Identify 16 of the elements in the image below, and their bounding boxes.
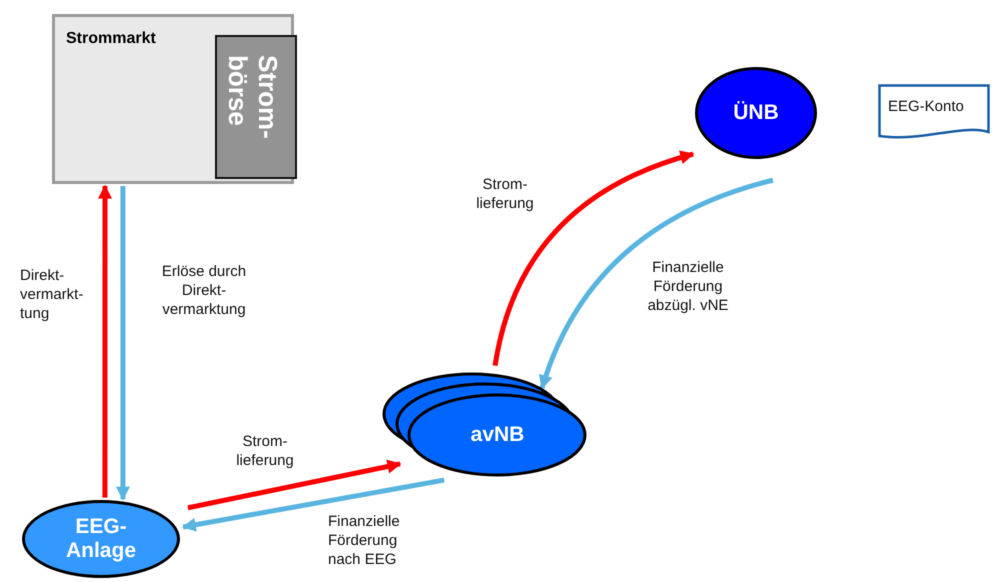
arrow (187, 460, 402, 510)
node-label: avNB (470, 423, 526, 447)
box-label: Strom- börse (223, 55, 283, 141)
document-label: EEG-Konto (888, 98, 964, 115)
stacked-ellipse-node (380, 370, 587, 479)
arrow (98, 184, 112, 498)
document-shape (878, 84, 990, 140)
panel-heading: Strommarkt (66, 30, 156, 48)
arrow (540, 178, 774, 390)
node-label: ÜNB (732, 101, 780, 125)
exchange-box (215, 35, 297, 179)
node-label: EEG- Anlage (64, 515, 137, 563)
arrow (116, 186, 130, 501)
arrow (182, 478, 445, 532)
market-panel (52, 14, 294, 184)
arrow (492, 151, 694, 366)
